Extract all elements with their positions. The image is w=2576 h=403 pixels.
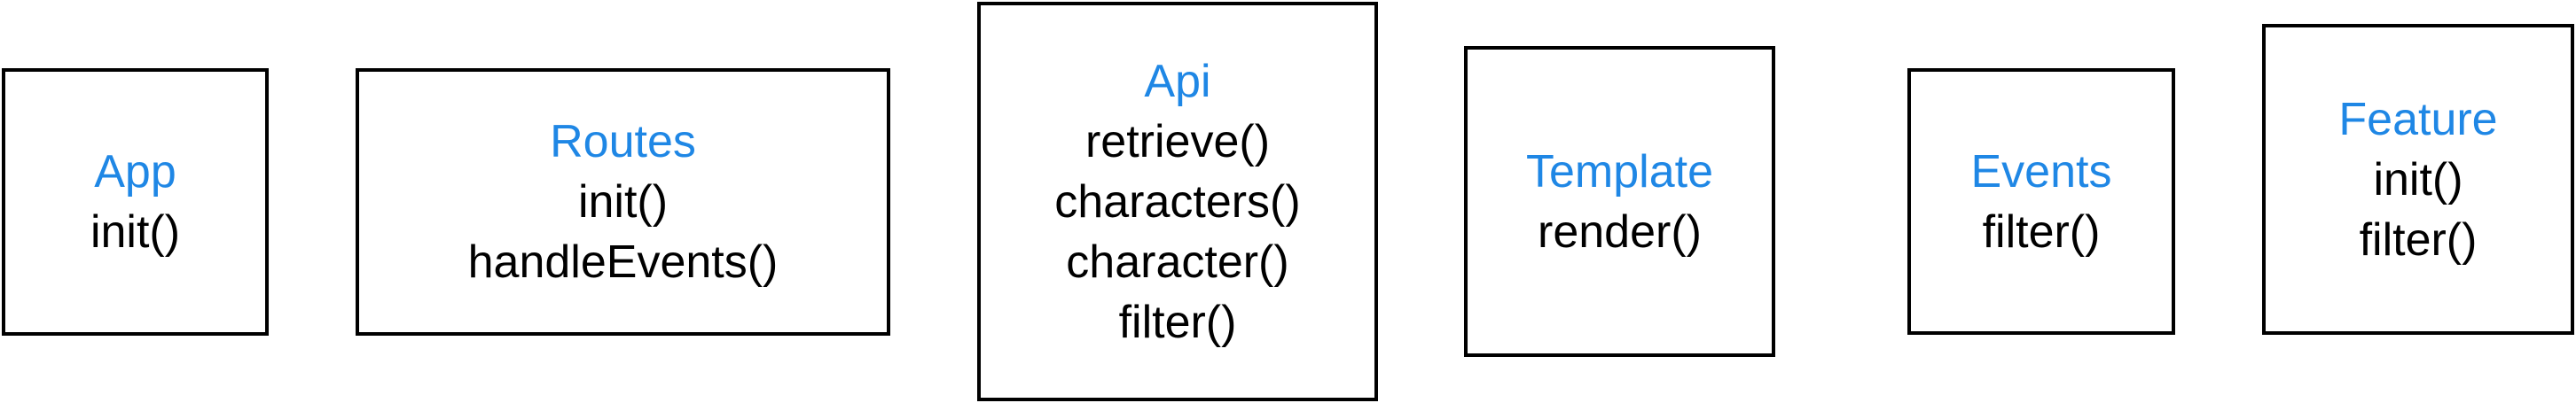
module-method: init()	[577, 176, 669, 228]
module-method: init()	[2373, 153, 2463, 205]
module-box-routes: Routes init() handleEvents()	[356, 68, 890, 336]
module-method: characters()	[1054, 175, 1301, 228]
module-name: Routes	[550, 116, 696, 167]
module-method: filter()	[2359, 213, 2478, 266]
module-method: init()	[90, 206, 181, 258]
module-method: filter()	[1118, 296, 1237, 348]
module-box-template: Template render()	[1464, 46, 1775, 357]
module-name: Template	[1526, 145, 1713, 198]
module-method: retrieve()	[1084, 115, 1271, 167]
module-box-events: Events filter()	[1907, 68, 2175, 335]
module-method: character()	[1066, 236, 1289, 288]
module-box-app: App init()	[2, 68, 269, 336]
module-box-api: Api retrieve() characters() character() …	[977, 2, 1378, 401]
module-method: filter()	[1982, 205, 2101, 258]
module-method: render()	[1538, 205, 1702, 258]
module-name: Api	[1144, 55, 1211, 107]
module-box-feature: Feature init() filter()	[2262, 24, 2574, 335]
module-name: Events	[1970, 145, 2112, 198]
module-name: App	[94, 146, 176, 198]
module-name: Feature	[2338, 93, 2498, 145]
module-method: handleEvents()	[467, 236, 779, 288]
